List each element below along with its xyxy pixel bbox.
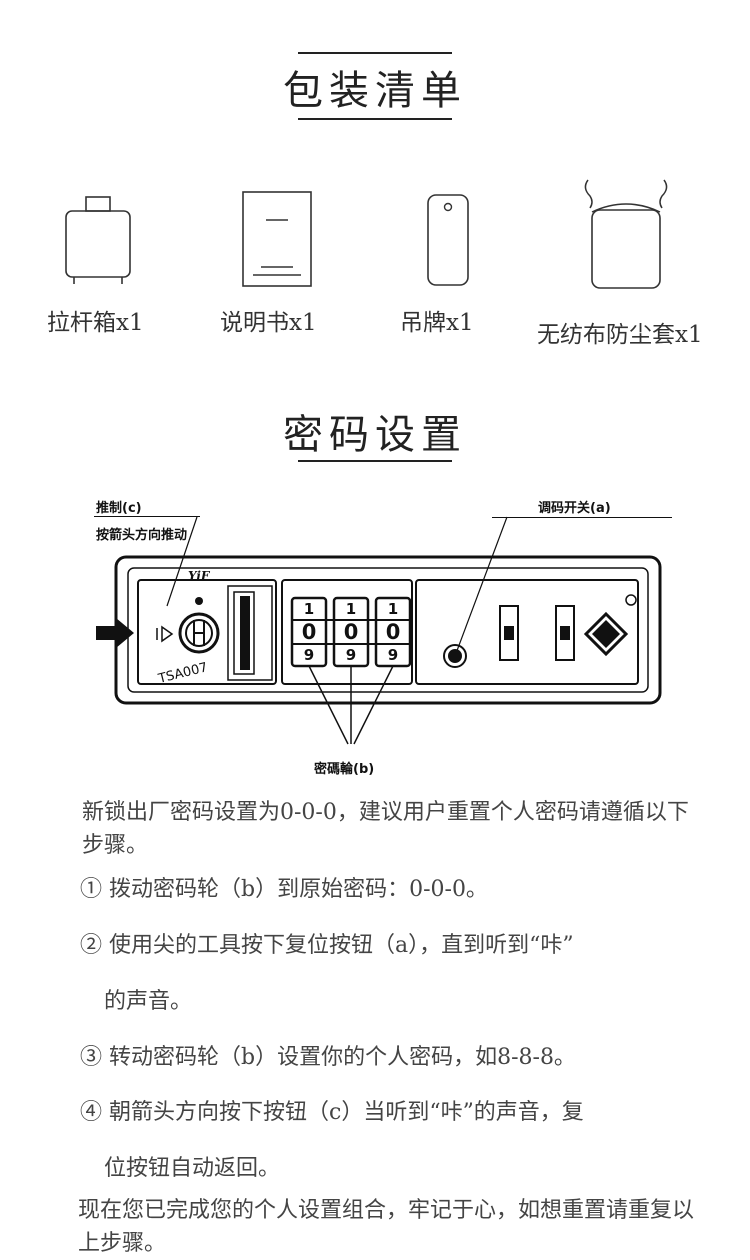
password-title: 密码设置 <box>283 412 467 458</box>
intro-text: 新锁出厂密码设置为0-0-0，建议用户重置个人密码请遵循以下步骤。 <box>82 800 689 858</box>
hang-tag-icon <box>427 194 469 286</box>
wheel-2-digit-mid: 0 <box>343 620 359 644</box>
push-label: 推制(c) <box>96 501 142 516</box>
step-4-line-2: 位按钮自动返回。 <box>104 1156 281 1181</box>
item-label-manual: 说明书x1 <box>220 310 317 336</box>
step-1: ① 拨动密码轮（b）到原始密码：0-0-0。 <box>80 877 488 902</box>
step-3: ③ 转动密码轮（b）设置你的个人密码，如8-8-8。 <box>80 1045 576 1070</box>
dust-bag-icon <box>584 179 668 289</box>
item-label-dust-bag: 无纺布防尘套x1 <box>537 322 703 348</box>
title-rule-top <box>298 52 452 54</box>
wheels-label: 密碼輪(b) <box>314 762 375 777</box>
reset-switch-label: 调码开关(a) <box>538 501 611 516</box>
wheel-1-digit-bottom: 9 <box>303 646 315 664</box>
item-label-suitcase: 拉杆箱x1 <box>47 310 144 336</box>
wheel-1-digit-mid: 0 <box>301 620 317 644</box>
title-rule-bottom <box>298 118 452 120</box>
lock-brand: YiF <box>188 569 210 583</box>
wheel-digits: 1 0 9 1 0 9 1 0 9 <box>292 598 410 666</box>
wheel-1-digit-top: 1 <box>303 600 315 618</box>
wheel-3-digit-bottom: 9 <box>387 646 399 664</box>
step-2-line-2: 的声音。 <box>104 989 193 1014</box>
packing-title: 包装清单 <box>283 68 467 114</box>
wheel-2-digit-top: 1 <box>345 600 357 618</box>
step-2-line-1: ② 使用尖的工具按下复位按钮（a），直到听到“咔” <box>80 933 574 958</box>
item-label-hang-tag: 吊牌x1 <box>400 310 474 336</box>
wheel-2-digit-bottom: 9 <box>345 646 357 664</box>
push-hint-label: 按箭头方向推动 <box>96 528 188 543</box>
reset-label-rule <box>492 517 672 518</box>
lock-diagram <box>96 516 662 745</box>
push-label-rule <box>94 516 200 517</box>
wheel-3-digit-mid: 0 <box>385 620 401 644</box>
suitcase-icon <box>65 196 131 284</box>
step-4-line-1: ④ 朝箭头方向按下按钮（c）当听到“咔”的声音，复 <box>80 1100 584 1125</box>
password-title-rule <box>298 460 452 462</box>
wheel-3-digit-top: 1 <box>387 600 399 618</box>
outro-text: 现在您已完成您的个人设置组合，牢记于心，如想重置请重复以上步骤。 <box>78 1198 695 1256</box>
manual-icon <box>242 191 312 287</box>
